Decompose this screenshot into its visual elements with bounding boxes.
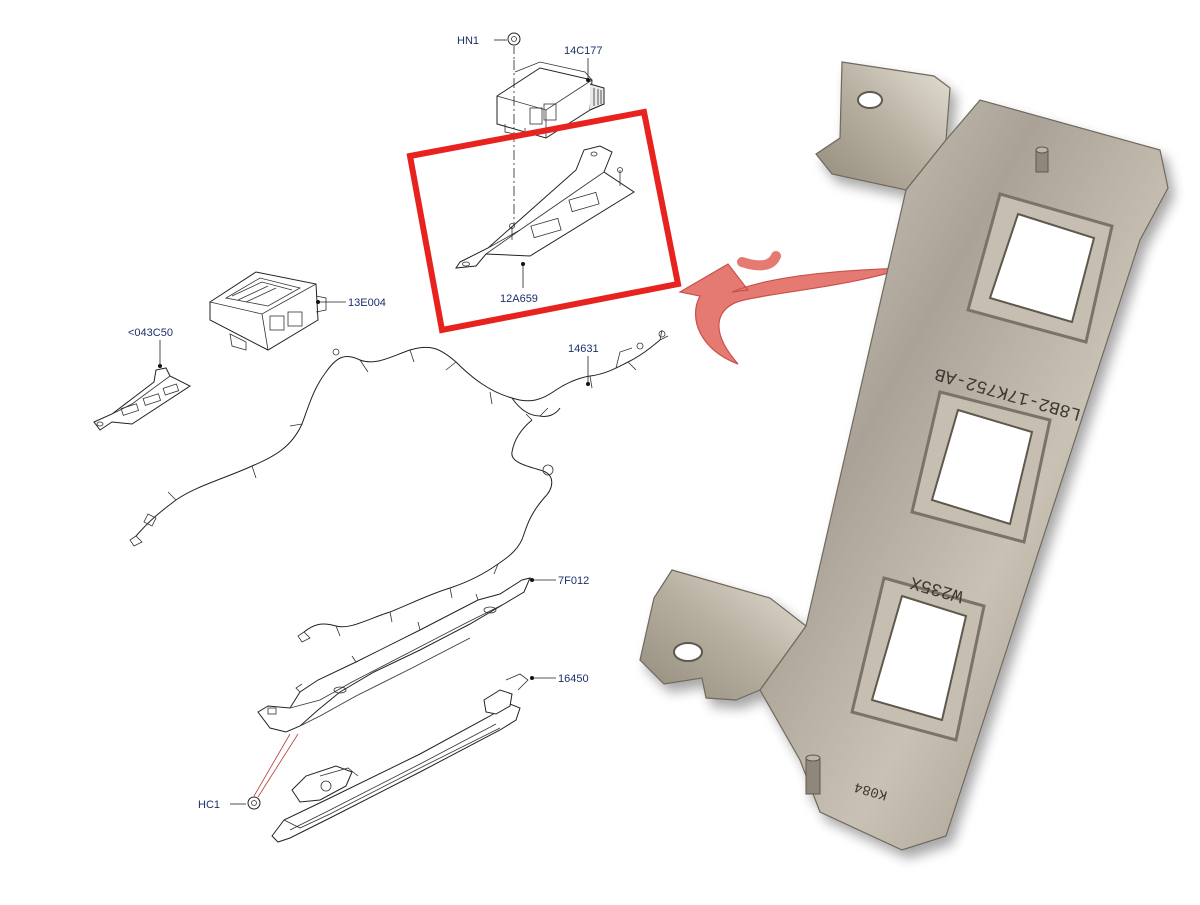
pointer-arrow bbox=[678, 251, 907, 365]
callout-13e004: 13E004 bbox=[348, 297, 386, 309]
photo-window-middle bbox=[910, 390, 1052, 544]
highlight-box bbox=[406, 108, 682, 334]
bracket-043c50 bbox=[93, 367, 192, 431]
photo-window-top bbox=[966, 192, 1114, 344]
callout-hn1: HN1 bbox=[457, 35, 479, 47]
hc1-clip bbox=[247, 733, 299, 810]
callout-14631: 14631 bbox=[568, 343, 599, 355]
wiring-harness-14631 bbox=[129, 329, 669, 643]
trim-panel-7f012 bbox=[257, 577, 531, 733]
bracket-photo: L8B2-17K752-AB W235X K084 bbox=[639, 61, 1169, 851]
photo-foot-hole bbox=[673, 642, 703, 662]
callout-14c177: 14C177 bbox=[564, 45, 603, 57]
callout-12a659: 12A659 bbox=[500, 293, 538, 305]
module-14c177 bbox=[496, 61, 605, 139]
callout-043c50: <043C50 bbox=[128, 327, 173, 339]
photo-mount-hole bbox=[857, 91, 883, 109]
sill-plate-16450 bbox=[271, 673, 529, 843]
callout-hc1: HC1 bbox=[198, 799, 220, 811]
photo-window-bottom bbox=[850, 576, 986, 742]
photo-stud-top bbox=[1035, 146, 1049, 173]
bracket-12a659 bbox=[454, 145, 635, 269]
photo-stud-bottom bbox=[805, 754, 821, 795]
callout-7f012: 7F012 bbox=[558, 575, 589, 587]
callout-16450: 16450 bbox=[558, 673, 589, 685]
hn1-nut bbox=[507, 32, 521, 60]
module-13e004 bbox=[209, 271, 327, 351]
